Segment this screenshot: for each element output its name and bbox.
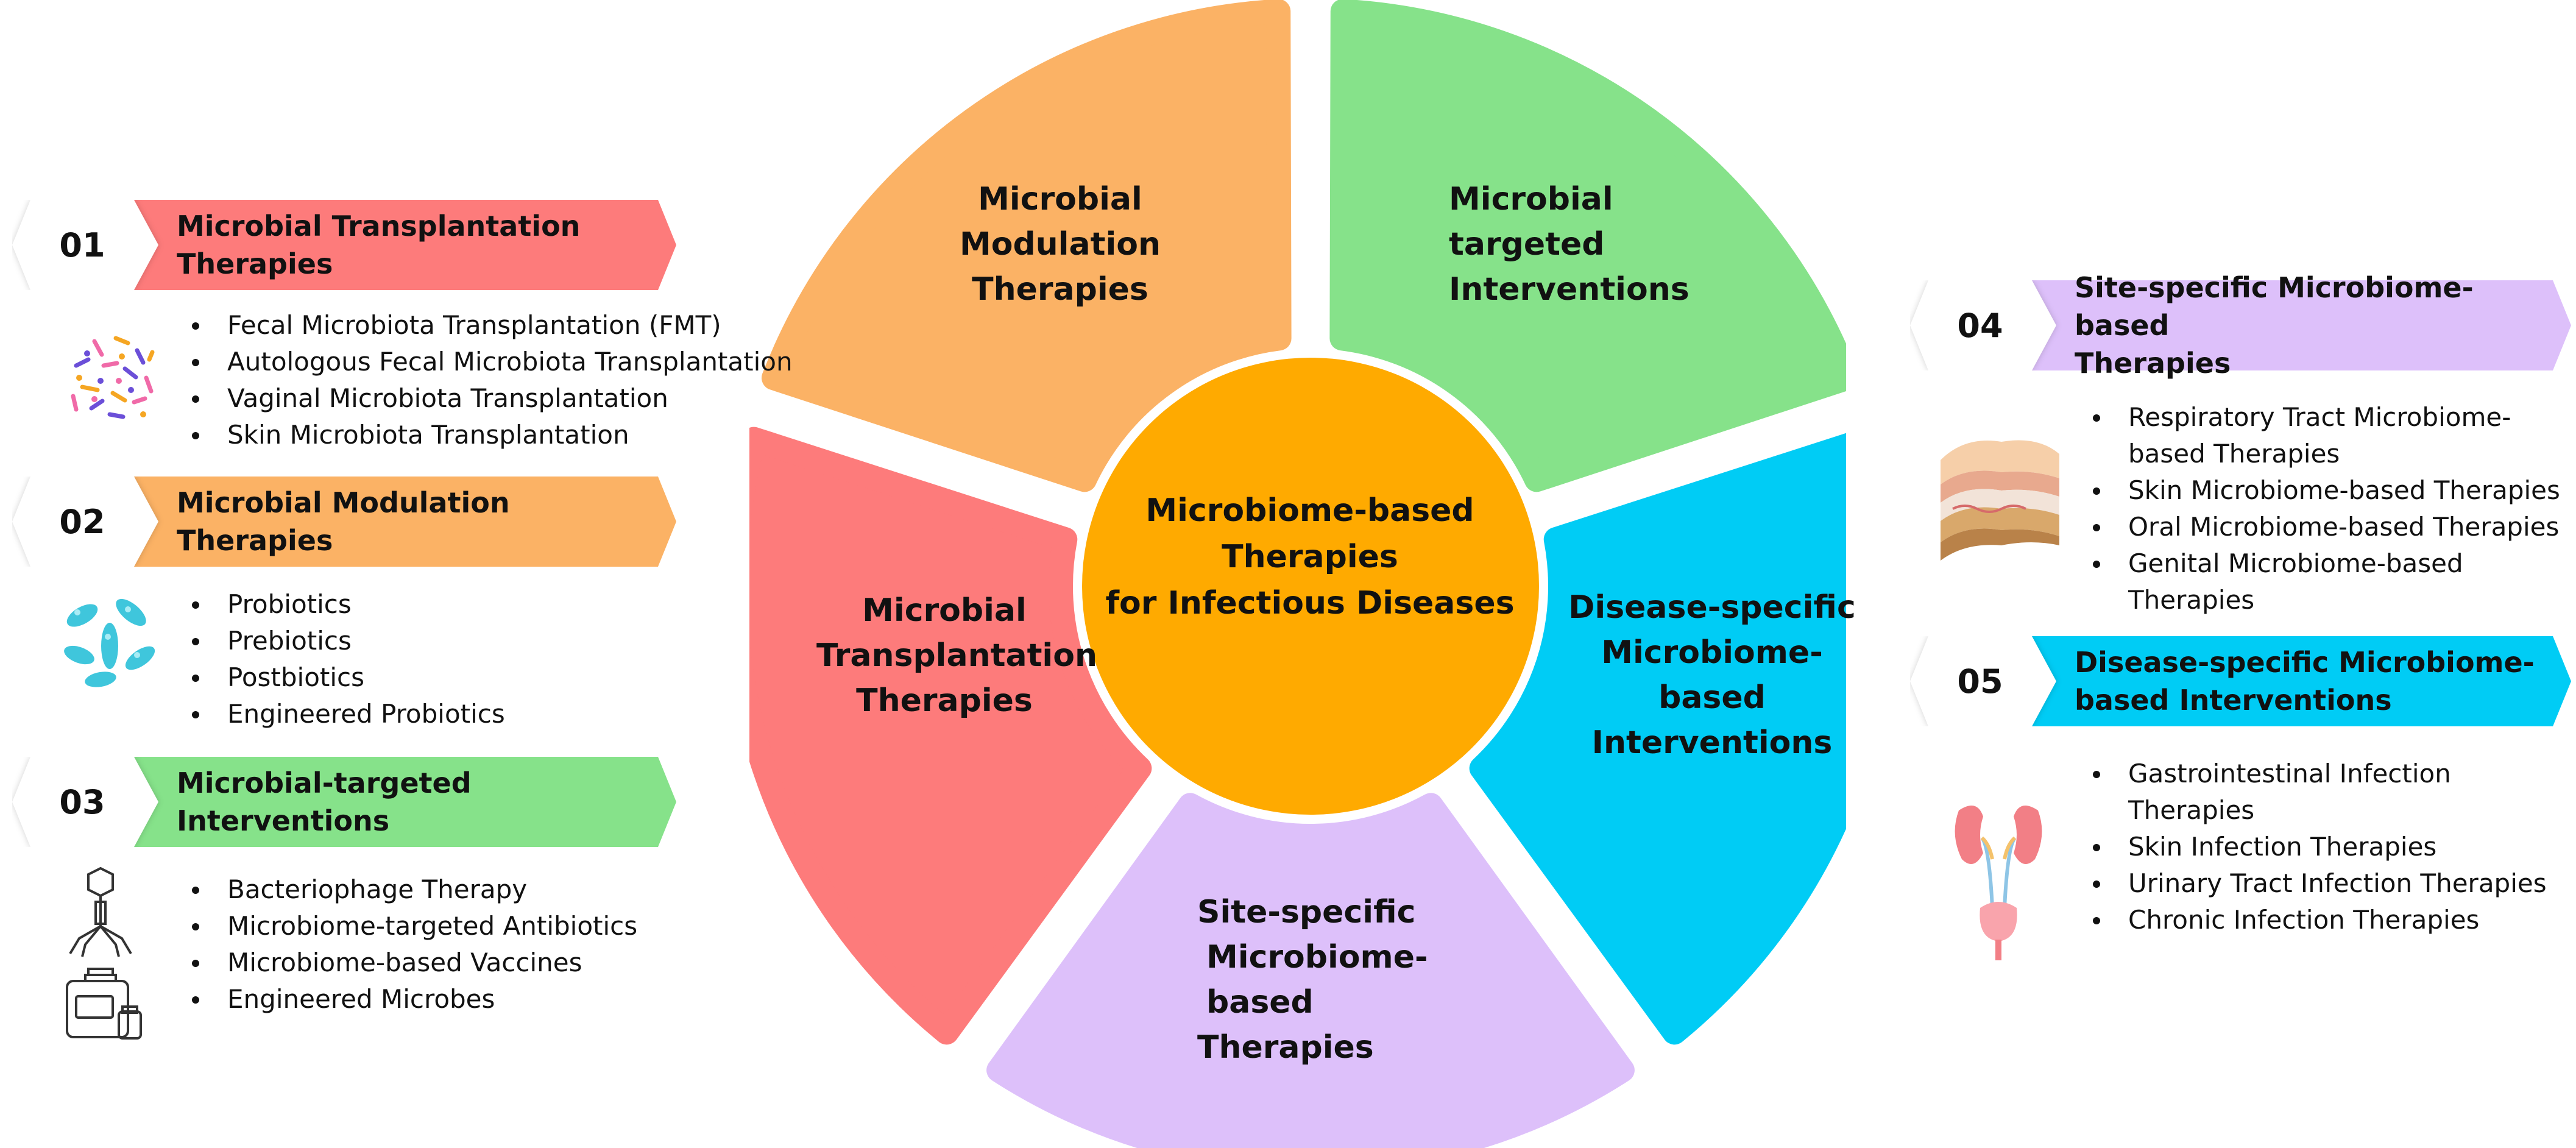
segment-disease-line1: Disease-specific [1568, 589, 1856, 626]
center-label-line1: Microbiome-based [1145, 492, 1474, 529]
list-item: Autologous Fecal Microbiota Transplantat… [192, 344, 793, 380]
list-item: Vaginal Microbiota Transplantation [192, 380, 793, 417]
panel-05-banner-shape [1910, 636, 2571, 726]
center-label: Microbiome-based Therapies for Infectiou… [1097, 487, 1523, 626]
list-item: Fecal Microbiota Transplantation (FMT) [192, 307, 793, 344]
panel-02-title: Microbial Modulation Therapies [177, 477, 652, 567]
list-item: Microbiome-based Vaccines [192, 944, 637, 981]
panel-05-banner: 05 Disease-specific Microbiome-based Int… [1910, 636, 2571, 726]
segment-transplant-line2: Transplantation [816, 637, 1097, 674]
segment-modulation-line1: Microbial [978, 181, 1142, 218]
list-item: Skin Microbiome-based Therapies [2093, 472, 2568, 509]
panel-05-list: Gastrointestinal Infection Therapies Ski… [2093, 756, 2568, 938]
list-item: Urinary Tract Infection Therapies [2093, 865, 2568, 902]
panel-03-list: Bacteriophage Therapy Microbiome-targete… [192, 871, 637, 1018]
list-item: Gastrointestinal Infection Therapies [2093, 756, 2469, 829]
panel-04-number: 04 [1957, 306, 2003, 345]
list-item: Microbiome-targeted Antibiotics [192, 908, 637, 944]
panel-02-banner-shape [12, 477, 676, 567]
list-item: Engineered Probiotics [192, 696, 505, 732]
bacteriophage-and-medicine-bottle-icon [66, 866, 142, 1040]
panel-05-title-line2: based Interventions [2075, 684, 2392, 717]
list-item: Probiotics [192, 586, 505, 623]
panel-03-banner: 03 Microbial-targeted Interventions [12, 757, 676, 847]
segment-disease-line2: Microbiome- [1601, 634, 1823, 671]
probiotic-bacteria-icon [64, 598, 155, 687]
segment-label-targeted: Microbial targeted Interventions [1401, 177, 1690, 312]
panel-01-banner-shape [12, 200, 676, 290]
segment-targeted-line2: targeted [1449, 226, 1605, 263]
panel-03-title-line1: Microbial-targeted Interventions [177, 766, 472, 837]
panel-04-list: Respiratory Tract Microbiome-based Thera… [2093, 399, 2568, 618]
segment-label-site: Site-specific Microbiome-based Therapies [1145, 890, 1523, 1070]
panel-02-number: 02 [59, 502, 105, 541]
list-item: Oral Microbiome-based Therapies [2093, 509, 2568, 545]
segment-transplant-line3: Therapies [856, 682, 1033, 719]
segment-targeted-line3: Interventions [1449, 271, 1690, 308]
panel-02-banner: 02 Microbial Modulation Therapies [12, 477, 676, 567]
list-item: Chronic Infection Therapies [2093, 902, 2568, 938]
wheel-segment-modulation [761, 0, 1292, 492]
segment-label-modulation: Microbial Modulation Therapies [932, 177, 1188, 312]
panel-04-title-line1: Site-specific Microbiome-based [2075, 271, 2474, 342]
wheel-segment-disease [1469, 433, 1846, 1045]
center-circle [1082, 358, 1539, 815]
panel-04-banner-shape [1910, 280, 2571, 370]
list-item: Engineered Microbes [192, 981, 637, 1018]
segment-modulation-line2: Modulation [959, 226, 1161, 263]
panel-05-title-line1: Disease-specific Microbiome- [2075, 645, 2535, 679]
kidney-urinary-tract-icon [1955, 806, 2042, 960]
panel-03-number: 03 [59, 782, 105, 821]
panel-01-number: 01 [59, 225, 105, 264]
list-item: Bacteriophage Therapy [192, 871, 637, 908]
segment-modulation-line3: Therapies [972, 271, 1148, 308]
panel-01-title-line1: Microbial Transplantation [177, 209, 581, 243]
skin-layers-icon [1941, 440, 2059, 561]
wheel-segment-targeted [1329, 0, 1846, 492]
panel-05-title: Disease-specific Microbiome-based Interv… [2075, 636, 2547, 726]
list-item: Skin Infection Therapies [2093, 829, 2568, 865]
panel-02-title-line1: Microbial Modulation Therapies [177, 486, 510, 557]
list-item: Prebiotics [192, 623, 505, 659]
center-label-line3: for Infectious Diseases [1105, 585, 1515, 622]
wheel-segment-transplant [749, 427, 1152, 1045]
segment-label-disease: Disease-specific Microbiome- based Inter… [1560, 585, 1864, 765]
center-label-line2: Therapies [1222, 539, 1398, 575]
segment-disease-line3: based [1658, 679, 1766, 716]
wheel-segment-site [986, 793, 1635, 1148]
panel-02-list: Probiotics Prebiotics Postbiotics Engine… [192, 586, 505, 732]
segment-site-line2: Microbiome-based [1206, 939, 1428, 1021]
list-item: Respiratory Tract Microbiome-based Thera… [2093, 399, 2518, 472]
segment-site-line3: Therapies [1197, 1029, 1374, 1066]
therapy-wheel-diagram [749, 0, 1846, 1148]
microbiota-icon [63, 328, 163, 428]
panel-01-list: Fecal Microbiota Transplantation (FMT) A… [192, 307, 793, 453]
segment-transplant-line1: Microbial [862, 592, 1027, 629]
panel-03-banner-shape [12, 757, 676, 847]
segment-label-transplant: Microbial Transplantation Therapies [816, 588, 1097, 723]
segment-disease-line4: Interventions [1591, 725, 1833, 761]
list-item: Skin Microbiota Transplantation [192, 417, 793, 453]
segment-site-line1: Site-specific [1197, 894, 1416, 930]
panel-04-title-line2: Therapies [2075, 347, 2231, 380]
segment-targeted-line1: Microbial [1449, 181, 1613, 218]
panel-03-title: Microbial-targeted Interventions [177, 757, 652, 847]
panel-01-title-line2: Therapies [177, 247, 333, 280]
list-item: Genital Microbiome-based Therapies [2093, 545, 2518, 618]
panel-05-number: 05 [1957, 662, 2003, 701]
list-item: Postbiotics [192, 659, 505, 696]
